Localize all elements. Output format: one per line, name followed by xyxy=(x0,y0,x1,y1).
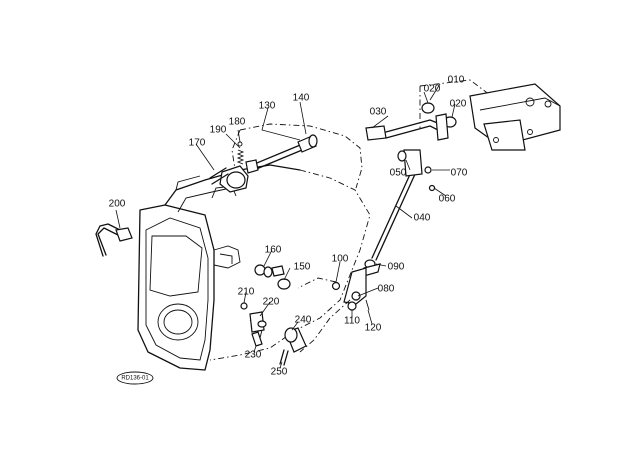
callout-040: 040 xyxy=(414,213,431,224)
lower-linkage-parts xyxy=(240,302,307,366)
callout-030: 030 xyxy=(370,107,387,118)
reference-code: RD136-01 xyxy=(121,376,149,382)
callout-020-upper: 020 xyxy=(424,84,441,95)
callout-180: 180 xyxy=(229,117,246,128)
callout-220: 220 xyxy=(263,297,280,308)
handle-rod xyxy=(95,223,133,257)
callout-090: 090 xyxy=(388,262,405,273)
callout-170: 170 xyxy=(189,138,206,149)
callout-120: 120 xyxy=(365,323,382,334)
bolt-and-washers xyxy=(254,264,291,290)
pedal-bracket xyxy=(365,79,561,151)
callout-020-lower: 020 xyxy=(450,99,467,110)
callout-140: 140 xyxy=(293,93,310,104)
callout-160: 160 xyxy=(265,245,282,256)
callout-100: 100 xyxy=(332,254,349,265)
callout-210: 210 xyxy=(238,287,255,298)
callout-190: 190 xyxy=(210,125,227,136)
callout-110: 110 xyxy=(344,316,360,327)
shift-shaft xyxy=(245,134,318,174)
callout-240: 240 xyxy=(295,315,312,326)
leader-lines xyxy=(115,83,456,369)
callout-numbers: 010 020 020 030 040 050 060 070 080 090 … xyxy=(109,75,468,378)
callout-230: 230 xyxy=(245,350,262,361)
callout-050: 050 xyxy=(390,168,407,179)
callout-070: 070 xyxy=(451,168,468,179)
callout-010: 010 xyxy=(448,75,465,86)
callout-250: 250 xyxy=(271,367,288,378)
shift-lever-assembly xyxy=(209,141,249,193)
callout-060: 060 xyxy=(439,194,456,205)
callout-080: 080 xyxy=(378,284,395,295)
callout-200: 200 xyxy=(109,199,126,210)
lower-arm xyxy=(297,267,370,353)
reference-code-badge: RD136-01 xyxy=(116,371,154,385)
callout-130: 130 xyxy=(259,101,276,112)
callout-150: 150 xyxy=(294,262,311,273)
